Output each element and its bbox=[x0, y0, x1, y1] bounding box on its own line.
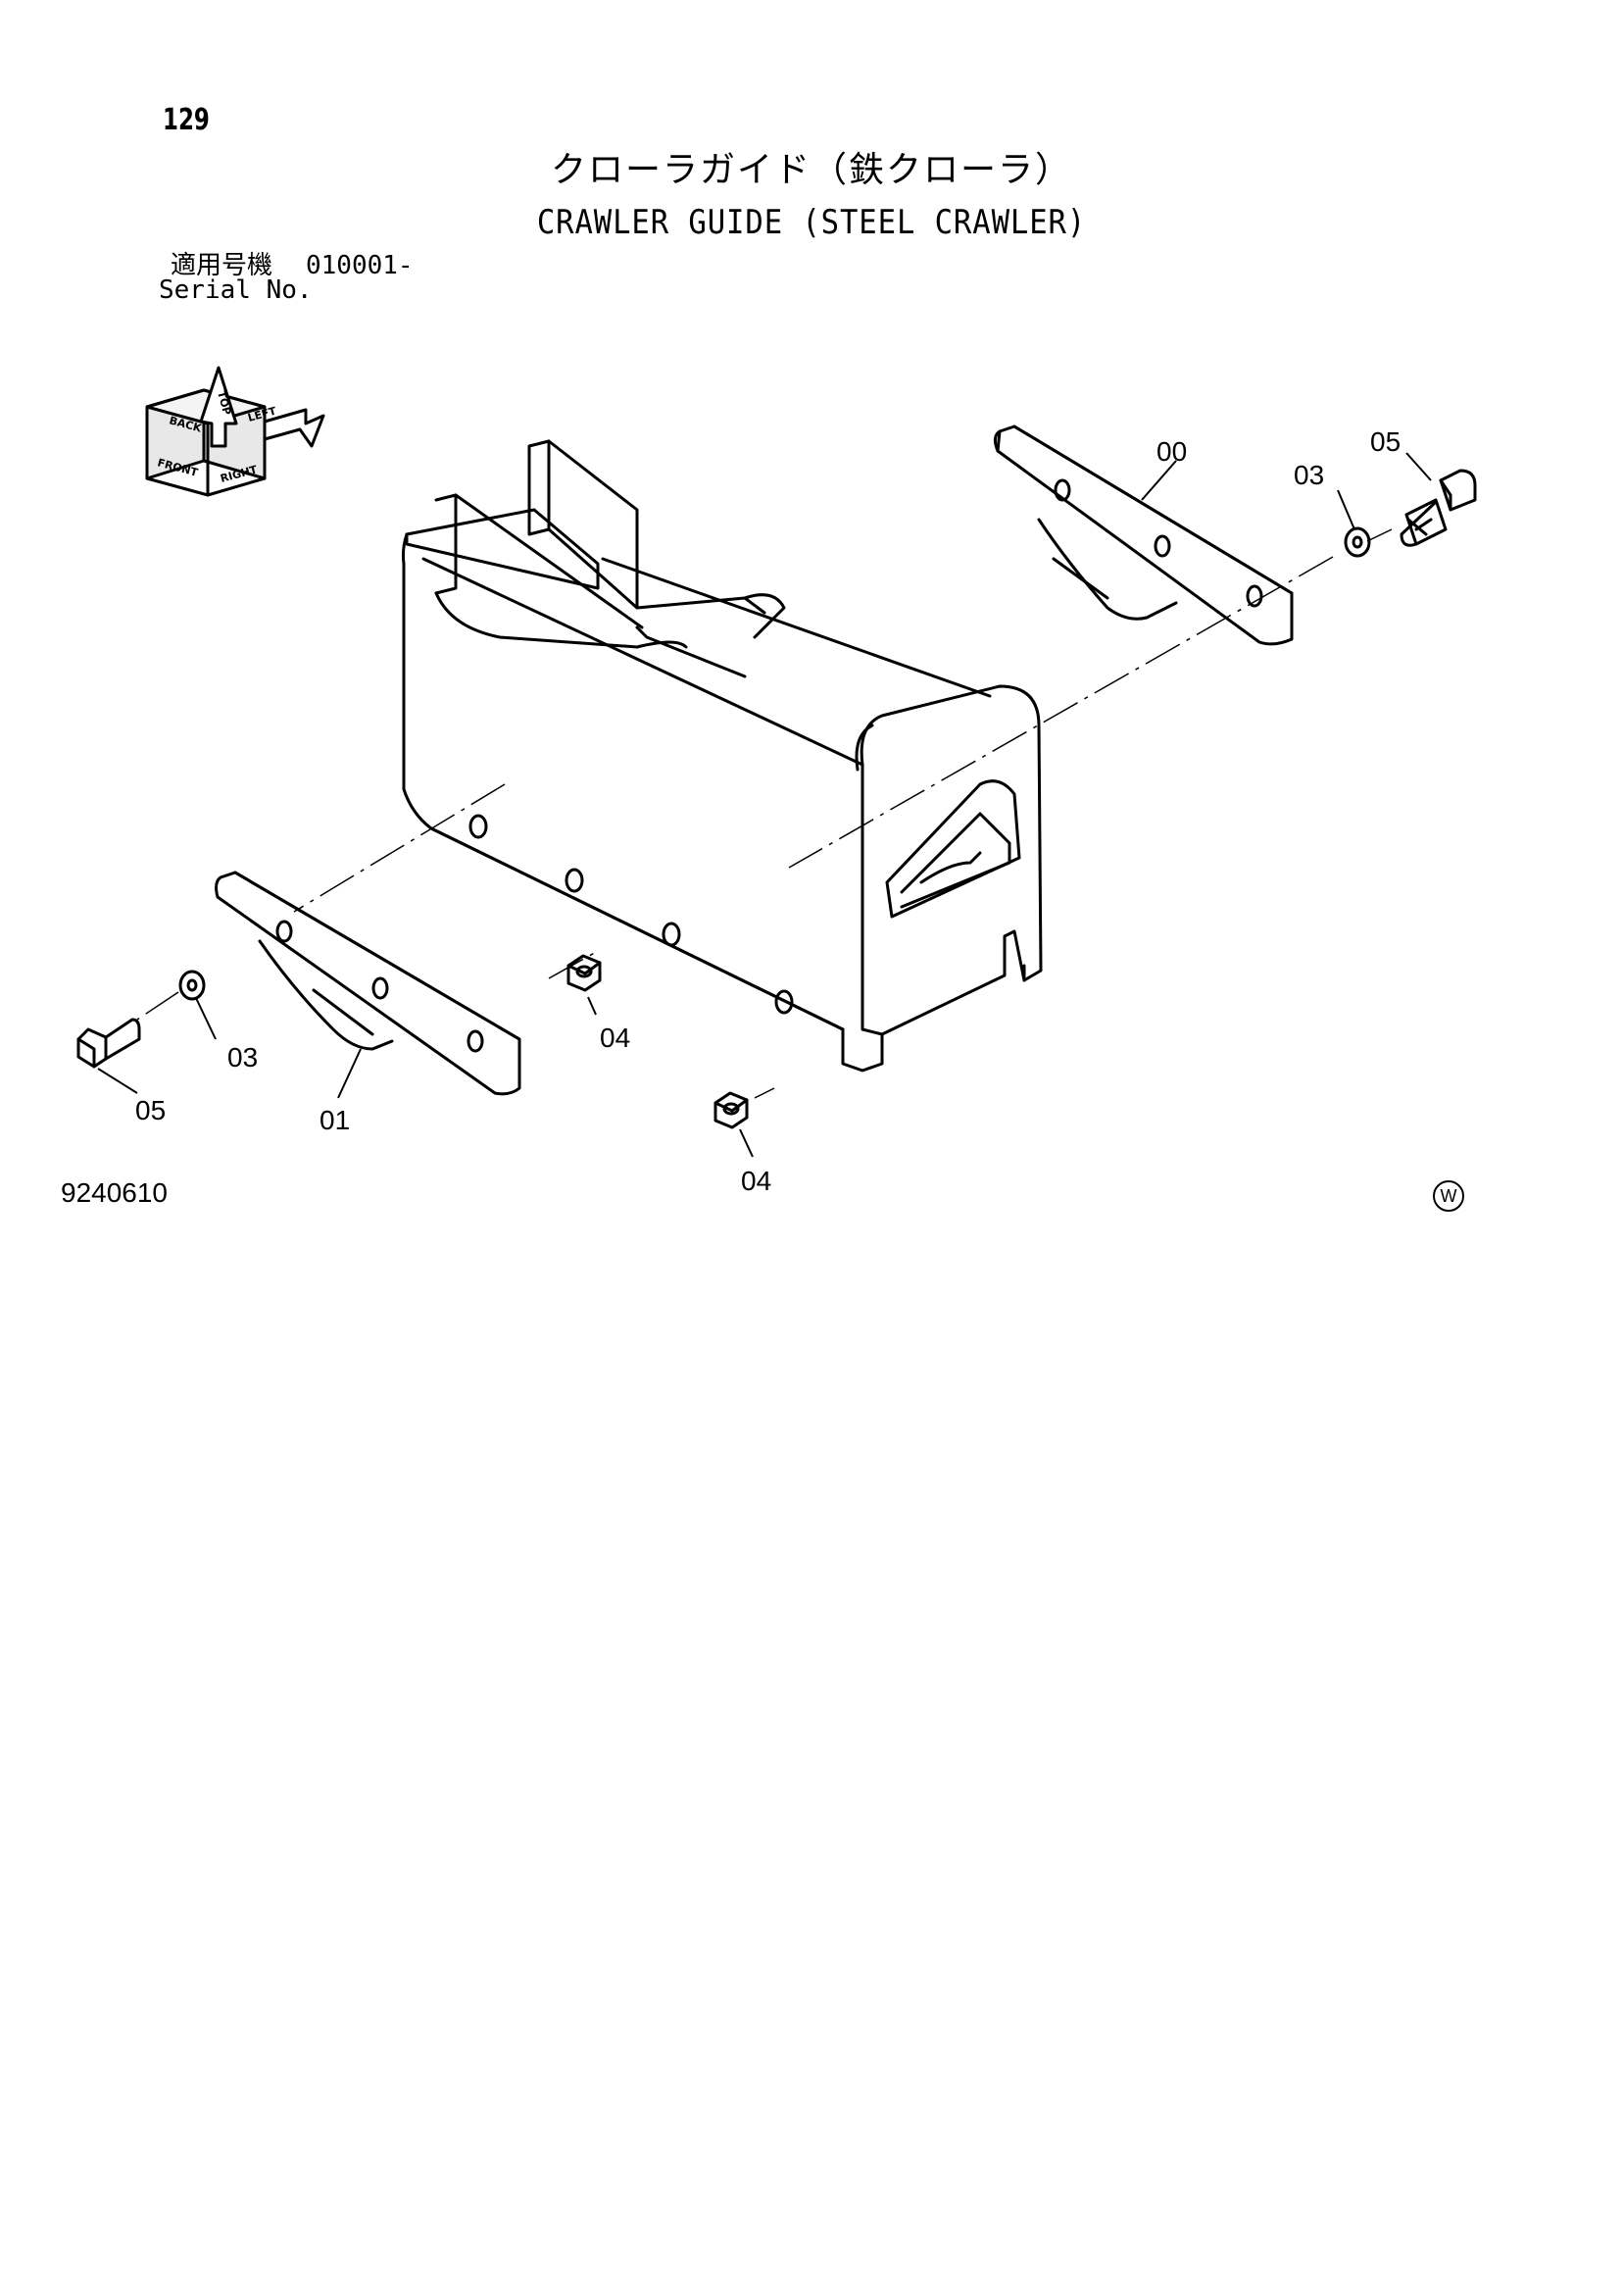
crawler-frame bbox=[401, 439, 1043, 1073]
page-number: 129 bbox=[163, 103, 210, 137]
nut-center-icon bbox=[566, 954, 602, 992]
callout-04-bottom: 04 bbox=[741, 1166, 771, 1196]
callout-03-left: 03 bbox=[227, 1042, 258, 1073]
callout-05-left: 05 bbox=[135, 1095, 166, 1125]
bolt-right-icon bbox=[1400, 469, 1477, 547]
nut-bottom-icon bbox=[713, 1091, 749, 1129]
title-english: CRAWLER GUIDE (STEEL CRAWLER) bbox=[536, 203, 1087, 242]
guide-plate-lower bbox=[215, 871, 521, 1096]
title-japanese: クローラガイド（鉄クローラ） bbox=[550, 150, 1072, 190]
serial-value: 010001- bbox=[306, 251, 414, 280]
callout-01: 01 bbox=[320, 1105, 350, 1135]
w-mark-icon: W bbox=[1433, 1180, 1464, 1212]
drawing-number: 9240610 bbox=[61, 1177, 169, 1208]
parts-diagram: FRONT RIGHT TOP BACK LEFT bbox=[76, 366, 1477, 1196]
callout-03-right: 03 bbox=[1294, 460, 1324, 490]
serial-label-japanese: 適用号機 bbox=[171, 251, 273, 280]
guide-plate-upper bbox=[993, 424, 1294, 646]
washer-right-icon bbox=[1344, 526, 1371, 558]
direction-cube-icon bbox=[145, 366, 325, 497]
callout-04-center: 04 bbox=[600, 1023, 630, 1053]
callout-00: 00 bbox=[1156, 436, 1187, 467]
serial-label-english: Serial No. bbox=[159, 275, 313, 305]
callout-05-right: 05 bbox=[1370, 426, 1401, 457]
bolt-left-icon bbox=[76, 1018, 141, 1069]
washer-left-icon bbox=[178, 970, 206, 1001]
direction-label-top: TOP bbox=[215, 389, 233, 416]
